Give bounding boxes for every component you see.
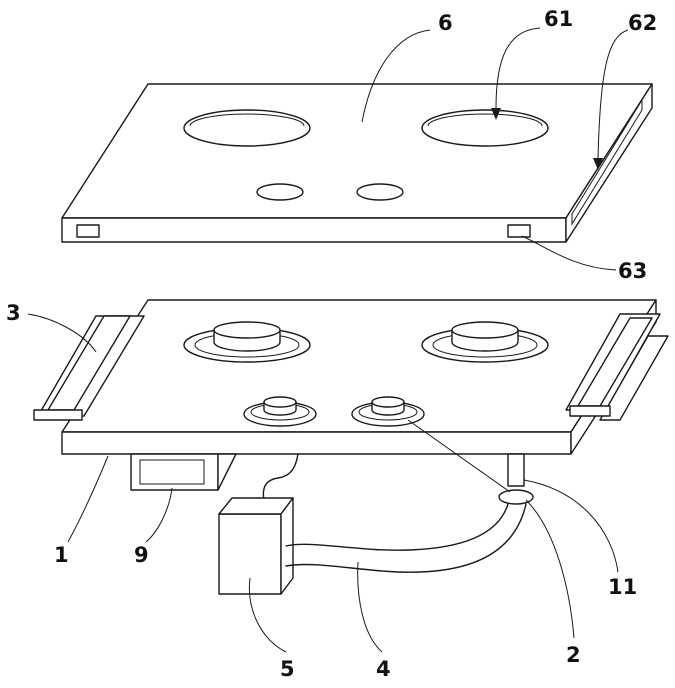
bottom-body: [34, 300, 668, 504]
label-62: 62: [628, 11, 657, 35]
large-hole-left: [184, 110, 310, 146]
latch-right: [508, 225, 530, 237]
leader-2: [526, 500, 574, 638]
small-hole-right: [357, 184, 403, 200]
label-9: 9: [134, 543, 149, 567]
box-5-top: [219, 498, 293, 514]
label-4: 4: [376, 657, 391, 681]
label-3: 3: [6, 301, 21, 325]
left-rail-foot: [34, 410, 82, 420]
label-1: 1: [54, 543, 69, 567]
top-panel-front-face: [62, 218, 566, 242]
burner-right-cap: [452, 322, 518, 338]
label-61: 61: [544, 7, 573, 31]
top-panel-top-face: [62, 84, 652, 218]
leader-1: [68, 456, 108, 542]
label-5: 5: [280, 657, 295, 681]
label-11: 11: [608, 575, 637, 599]
burner-left-cap: [214, 322, 280, 338]
label-2: 2: [566, 643, 581, 667]
box-5: [219, 498, 293, 594]
hose-4-upper: [286, 504, 508, 550]
wire: [263, 454, 298, 500]
hose-4-lower: [286, 504, 526, 572]
small-hole-left: [257, 184, 303, 200]
right-rail-foot: [570, 406, 610, 416]
body-front-face: [62, 432, 571, 454]
top-panel: [62, 84, 652, 242]
pipe-11: [508, 454, 524, 486]
box-9-front: [131, 454, 218, 490]
label-6: 6: [438, 11, 453, 35]
leader-9: [146, 488, 172, 542]
label-63: 63: [618, 259, 647, 283]
leader-4: [358, 562, 382, 652]
box-9-side: [218, 454, 236, 490]
latch-left: [77, 225, 99, 237]
large-hole-right: [422, 110, 548, 146]
leader-11: [524, 480, 618, 572]
